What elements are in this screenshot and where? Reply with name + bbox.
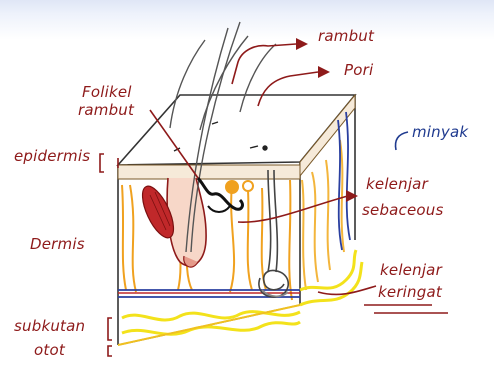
- label-subkutan: subkutan: [14, 318, 85, 334]
- label-pori: Pori: [344, 62, 373, 78]
- epidermis-layer: [118, 165, 300, 179]
- subcutaneous-fat: [122, 250, 362, 334]
- label-folikel: Folikel: [82, 84, 132, 100]
- label-rambut: rambut: [318, 28, 374, 44]
- sweat-gland: [259, 170, 288, 297]
- label-dermis: Dermis: [30, 236, 85, 252]
- label-kelenjar-sebaceous-2: sebaceous: [362, 202, 444, 218]
- minyak-arrow: [396, 132, 409, 150]
- label-kelenjar-keringat-2: keringat: [378, 284, 442, 300]
- label-kelenjar-sebaceous-1: kelenjar: [366, 176, 428, 192]
- surface-pores: [174, 122, 267, 151]
- layer-brackets: [100, 154, 112, 356]
- label-otot: otot: [34, 342, 65, 358]
- surface-hairs: [170, 36, 276, 130]
- muscle-layer: [118, 305, 300, 345]
- label-kelenjar-keringat-1: kelenjar: [380, 262, 442, 278]
- label-epidermis: epidermis: [14, 148, 90, 164]
- label-minyak: minyak: [412, 124, 468, 140]
- label-folikel-rambut: rambut: [78, 102, 134, 118]
- hair-follicle: [167, 22, 240, 267]
